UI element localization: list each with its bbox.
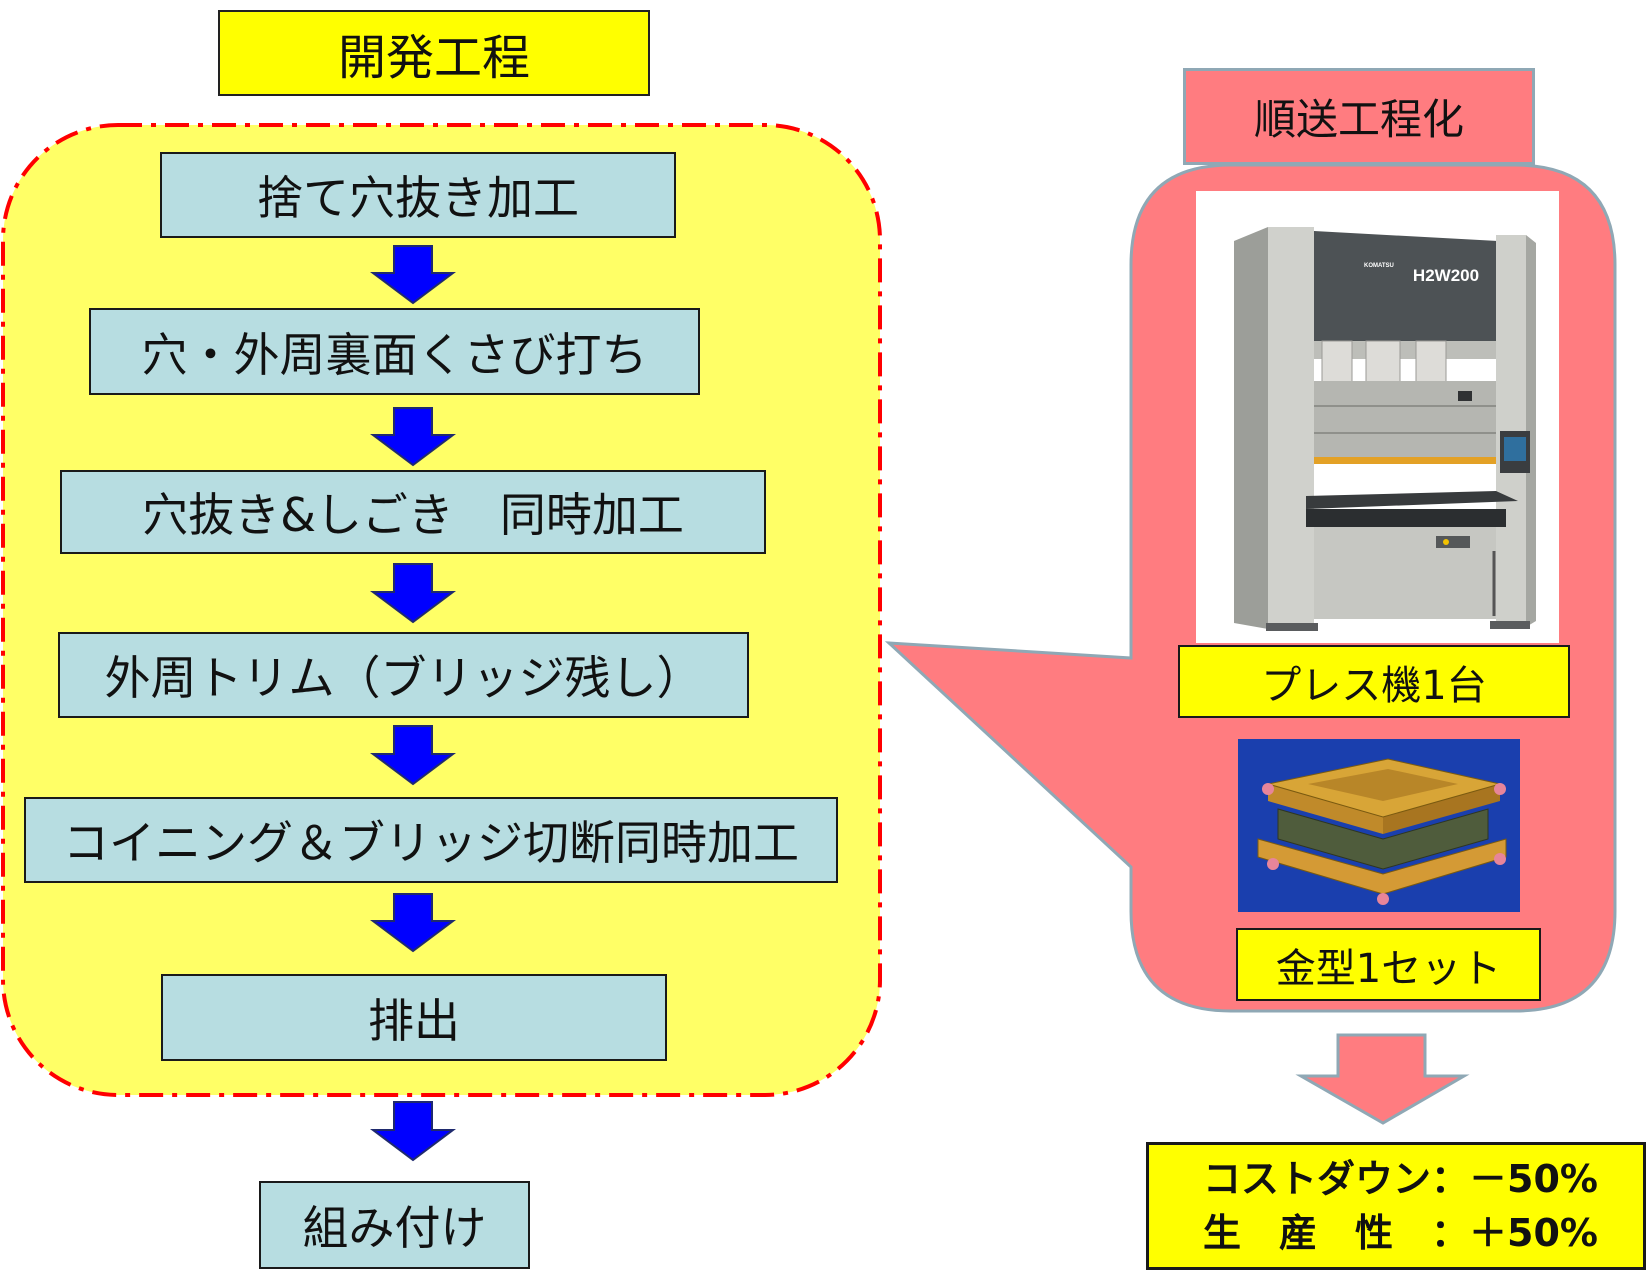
development-process-title: 開発工程 [218,10,650,96]
press-machine-photo: KOMATSU H2W200 [1196,191,1559,643]
productivity-text: 生 産 性 ：＋50% [1203,1211,1598,1255]
press-machine-label: プレス機1台 [1178,645,1570,718]
press-machine-illustration: KOMATSU H2W200 [1196,191,1559,643]
press-slide-strip [1314,457,1496,464]
process-step-4: 外周トリム（ブリッジ残し） [58,632,749,718]
die-bottom-plate [1257,838,1507,895]
die-guide-post [1494,783,1506,795]
result-arrow [1295,1033,1470,1125]
die-set-label: 金型1セット [1236,928,1541,1001]
die-set-image [1238,739,1520,912]
development-process-region [1,123,882,1097]
press-foot-right [1490,621,1530,629]
flow-arrow-1 [370,245,456,305]
press-crown-plate [1314,341,1496,359]
die-guide-post [1377,893,1389,905]
press-cylinder-3 [1415,340,1447,384]
press-left-upright [1268,227,1314,629]
die-guide-post [1494,853,1506,865]
progressive-process-title: 順送工程化 [1183,68,1535,165]
process-step-5: コイニング＆ブリッジ切断同時加工 [24,797,838,883]
result-box: コストダウン：－50% 生 産 性 ：＋50% [1146,1142,1646,1270]
press-bed-front [1306,509,1506,527]
flow-arrow-5 [370,893,456,953]
die-set-illustration [1238,739,1520,912]
press-cylinder-2 [1365,340,1401,384]
flow-arrow-3 [370,563,456,624]
flow-arrow-6 [370,1101,456,1162]
press-control-screen [1504,437,1526,461]
process-step-3: 穴抜き&しごき 同時加工 [60,470,766,554]
process-step-1: 捨て穴抜き加工 [160,152,676,238]
press-console-button [1443,539,1449,545]
press-crown [1314,231,1498,349]
press-operator-console [1436,536,1470,548]
press-slide-window [1458,391,1472,401]
die-guide-post [1267,858,1279,870]
press-logo: KOMATSU [1364,263,1394,269]
process-step-6: 排出 [161,974,667,1061]
assembly-step: 組み付け [259,1181,530,1269]
die-top-opening [1308,769,1458,801]
die-top-frame-right-face [1383,784,1500,834]
die-top-frame-left-face [1268,784,1383,834]
cost-down-text: コストダウン：－50% [1203,1157,1598,1201]
press-foot-left [1266,623,1318,631]
flow-arrow-2 [370,407,456,467]
press-cylinder-1 [1321,340,1353,384]
press-model-label: H2W200 [1413,266,1479,285]
die-guide-post [1262,783,1274,795]
press-left-upright-side [1234,227,1268,629]
flow-arrow-4 [370,725,456,786]
press-bed-top [1306,491,1518,509]
die-middle-block [1277,808,1489,870]
press-right-upright-side [1526,235,1536,627]
process-step-2: 穴・外周裏面くさび打ち [89,308,700,395]
